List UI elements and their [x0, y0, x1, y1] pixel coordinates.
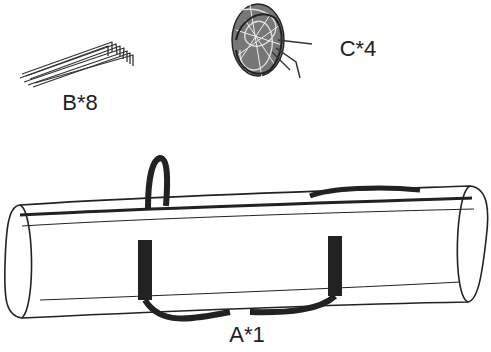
carry-bag — [5, 158, 488, 319]
part-label: C*4 — [340, 38, 377, 60]
part-label: A*1 — [229, 324, 264, 346]
stake-bundle — [20, 42, 133, 87]
part-label: B*8 — [62, 92, 97, 114]
rope-bundle — [232, 4, 312, 78]
